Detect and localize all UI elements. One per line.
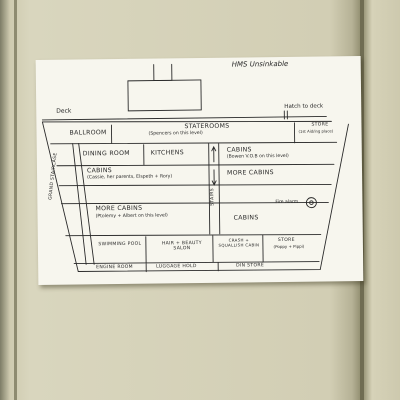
grand-staircase-right <box>78 143 95 265</box>
din-store-label: DIN STORE <box>236 263 265 269</box>
staterooms-note: (Spencers on this level) <box>148 130 203 137</box>
engine-room-label: ENGINE ROOM <box>96 264 133 271</box>
hull-outline <box>41 121 349 272</box>
paper-sheet: HMS Unsinkable Deck Hatch to deck BALLRO… <box>35 56 364 285</box>
deck-label: Deck <box>56 107 72 115</box>
funnel <box>153 63 173 82</box>
hatch-mark <box>283 110 288 120</box>
swimming-pool-label: SWIMMING POOL <box>98 241 142 248</box>
more-cabins-2-note: (Ptolemy + Albert on this level) <box>95 213 168 220</box>
stairs-label: STAIRS <box>210 188 216 206</box>
cabins-1-label: CABINS <box>226 146 252 154</box>
cabins-3-label: CABINS <box>233 214 259 222</box>
ballroom-label: BALLROOM <box>69 129 107 137</box>
bridge <box>127 79 202 112</box>
more-cabins-2-label: MORE CABINS <box>95 204 143 213</box>
cabins-2-label: CABINS <box>86 167 113 175</box>
more-cabins-1-label: MORE CABINS <box>226 169 274 177</box>
deck-line <box>41 115 327 121</box>
cabins-1-note: (Bowen V.O.B on this level) <box>226 153 289 160</box>
store-top-note: (1st Aid/ing place) <box>298 128 334 134</box>
ship-title: HMS Unsinkable <box>231 59 289 69</box>
store-bottom-note: (Poppy + Pippi) <box>273 243 305 250</box>
grand-staircase-left <box>72 143 87 265</box>
hair-beauty-label: HAIR + BEAUTY SALON <box>161 240 202 252</box>
luggage-hold-label: LUGGAGE HOLD <box>156 264 197 270</box>
stairs-right <box>218 143 221 235</box>
staterooms-label: STATEROOMS <box>184 122 230 131</box>
crash-cabin-label: CRASH + SQUALLISH CABIN <box>218 237 260 248</box>
ship-top <box>41 120 332 123</box>
stairs-left <box>208 143 211 235</box>
fire-alarm-label: Fire alarm <box>275 199 299 206</box>
kitchens-label: KITCHENS <box>150 149 184 157</box>
door-frame-left-groove <box>14 0 17 400</box>
hatch-label: Hatch to deck <box>284 103 324 110</box>
dining-room-label: DINING ROOM <box>82 149 130 158</box>
fire-alarm-icon <box>305 197 317 209</box>
ship-drawing <box>41 63 349 273</box>
